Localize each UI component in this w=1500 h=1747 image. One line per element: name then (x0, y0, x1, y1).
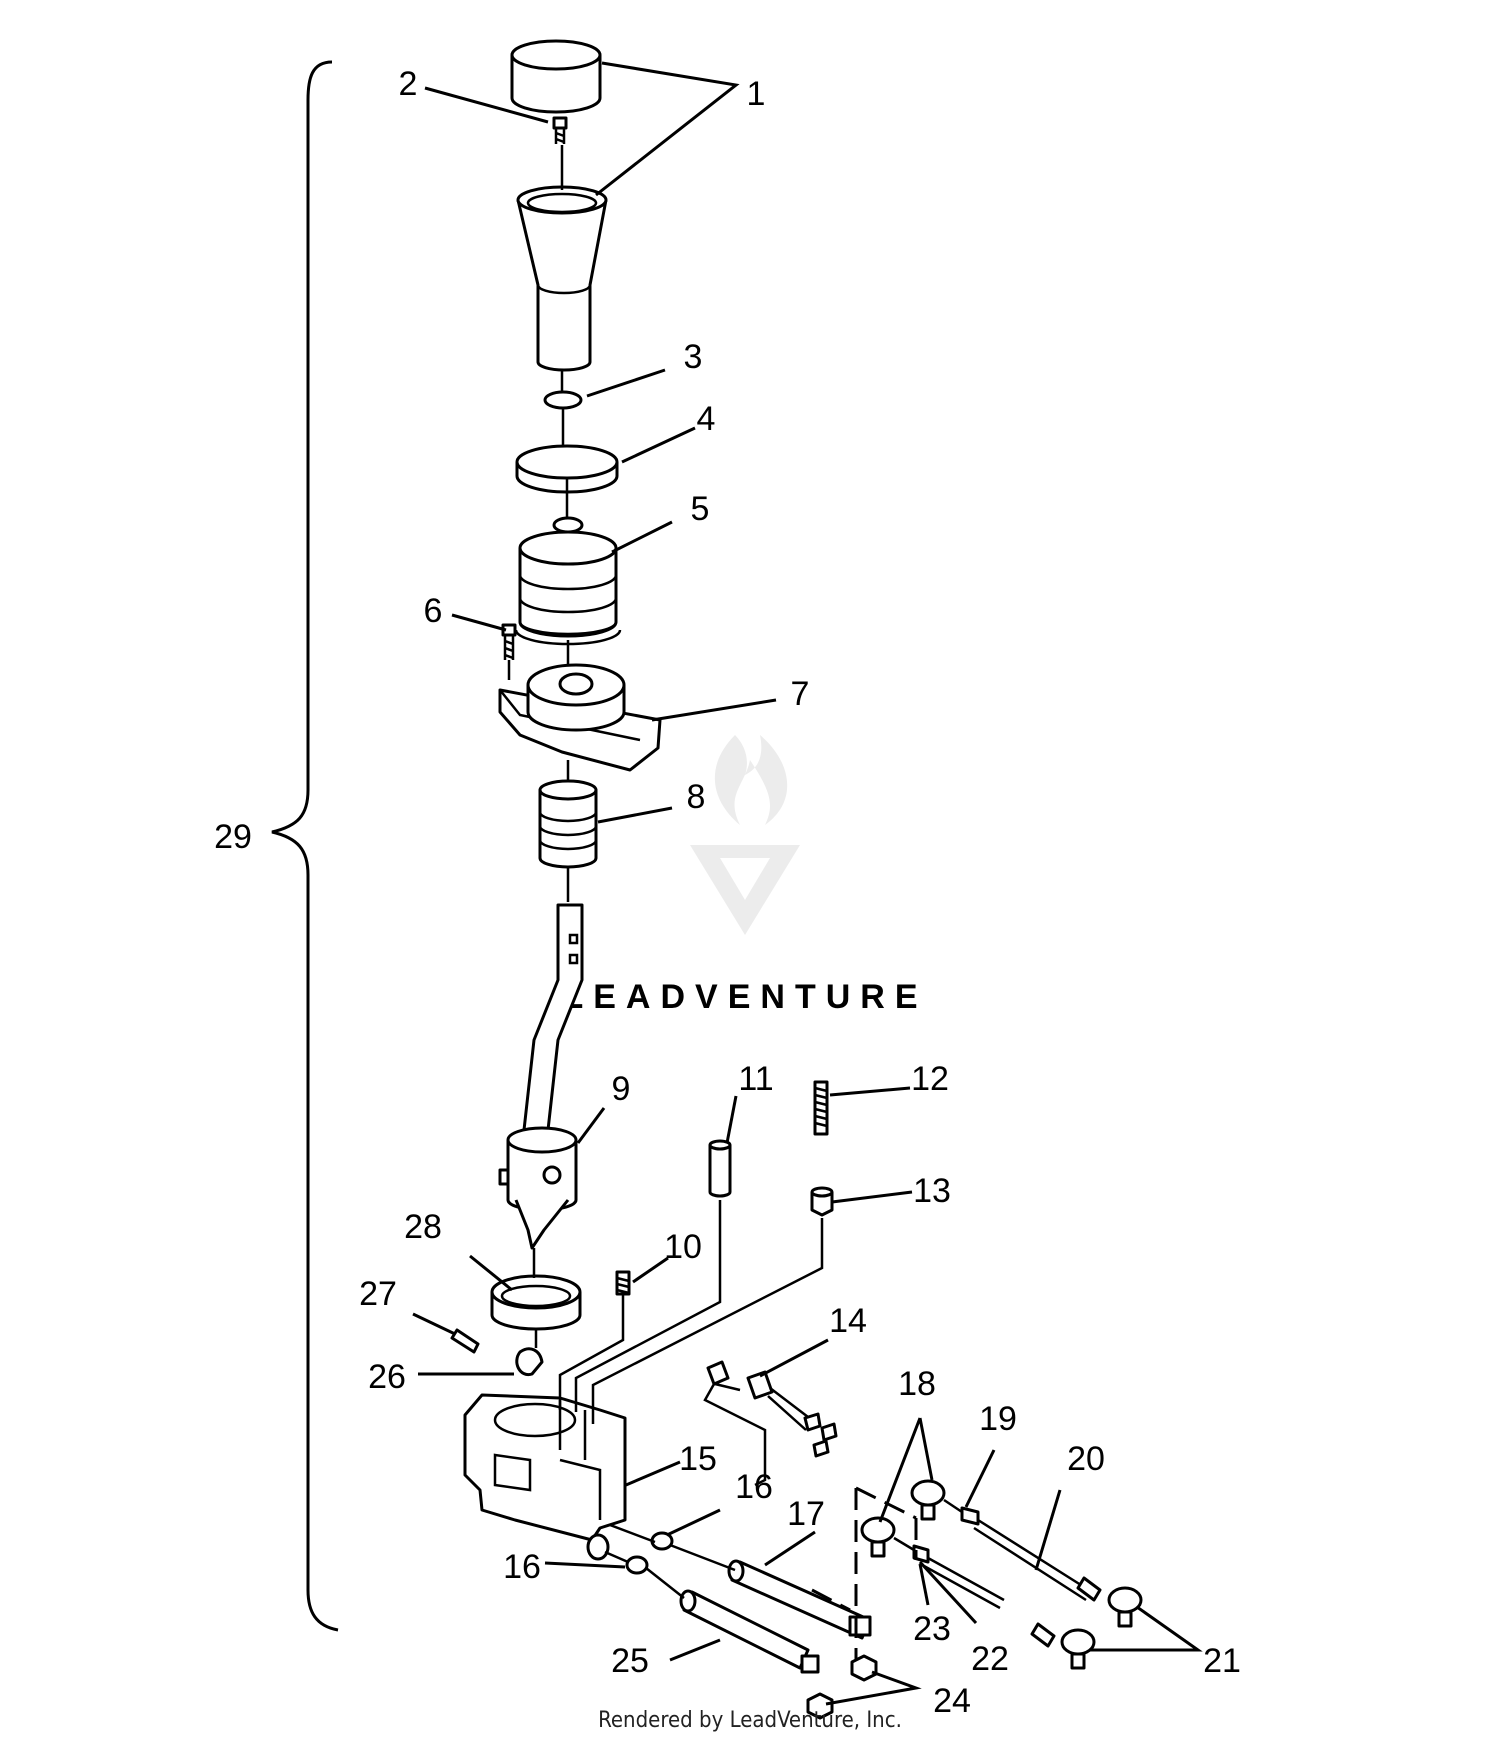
screw (552, 116, 568, 144)
callout-13: 13 (913, 1172, 951, 1210)
callout-28: 28 (404, 1208, 442, 1246)
callout-21: 21 (1203, 1642, 1241, 1680)
knob-cap (510, 39, 602, 114)
rod-end-upper (1076, 1576, 1143, 1628)
callout-29: 29 (214, 818, 252, 856)
callout-25: 25 (611, 1642, 649, 1680)
leadventure-watermark: LEADVENTURE (562, 735, 927, 1016)
plunger (810, 1186, 834, 1217)
shift-cable-upper (943, 1498, 1093, 1602)
rubber-boot (514, 516, 622, 646)
pin (708, 1139, 732, 1198)
screw-6 (501, 623, 517, 660)
spring (813, 1080, 829, 1136)
shift-lever (498, 903, 584, 1250)
rod-end-lower (1030, 1622, 1096, 1670)
assembly-centerlines (507, 145, 824, 1599)
callout-11: 11 (738, 1060, 773, 1098)
callout-3: 3 (684, 338, 703, 376)
callout-17: 17 (787, 1495, 825, 1533)
switch-harness (706, 1360, 838, 1458)
set-screw (615, 1270, 631, 1296)
callout-27: 27 (359, 1275, 397, 1313)
callout-8: 8 (687, 778, 706, 816)
detent-pawl (515, 1347, 544, 1377)
footer-credit: Rendered by LeadVenture, Inc. (598, 1708, 902, 1733)
callout-16-lower: 16 (503, 1548, 541, 1586)
ball-joint-upper (910, 1479, 946, 1521)
callout-12: 12 (911, 1060, 949, 1098)
roll-pin (450, 1328, 480, 1354)
callout-22: 22 (971, 1640, 1009, 1678)
watermark-brand: LEADVENTURE (562, 978, 927, 1016)
nut-lower (806, 1692, 834, 1720)
spring-bushing (538, 779, 598, 869)
ball-joint-lower (860, 1516, 896, 1558)
callout-26: 26 (368, 1358, 406, 1396)
callout-7: 7 (791, 675, 810, 713)
shifter-base-housing (463, 1393, 627, 1561)
callout-15: 15 (679, 1440, 717, 1478)
washer-lower (625, 1555, 649, 1575)
callout-10: 10 (664, 1228, 702, 1266)
callout-2: 2 (399, 65, 418, 103)
assembly-brace (271, 60, 339, 1632)
callout-leaders (412, 61, 1203, 1706)
shift-knob-grip (516, 185, 608, 372)
callout-16-upper: 16 (735, 1468, 773, 1506)
callout-1: 1 (747, 75, 766, 113)
callout-14: 14 (829, 1302, 867, 1340)
small-ring (543, 390, 583, 410)
callout-4: 4 (697, 400, 716, 438)
jam-nut-upper (960, 1506, 980, 1526)
shift-housing-cover (498, 663, 662, 772)
callout-19: 19 (979, 1400, 1017, 1438)
callout-5: 5 (691, 490, 710, 528)
callout-labels: 1 2 3 4 5 6 7 8 9 10 11 12 13 14 15 16 1… (214, 65, 1241, 1720)
callout-20: 20 (1067, 1440, 1105, 1478)
shift-cable-lower (893, 1536, 1005, 1610)
pivot-shaft-lower (679, 1589, 820, 1674)
callout-23: 23 (913, 1610, 951, 1648)
detent-collar (490, 1274, 582, 1331)
callout-9: 9 (612, 1070, 631, 1108)
callout-24: 24 (933, 1682, 971, 1720)
callout-18: 18 (898, 1365, 936, 1403)
callout-6: 6 (424, 592, 443, 630)
